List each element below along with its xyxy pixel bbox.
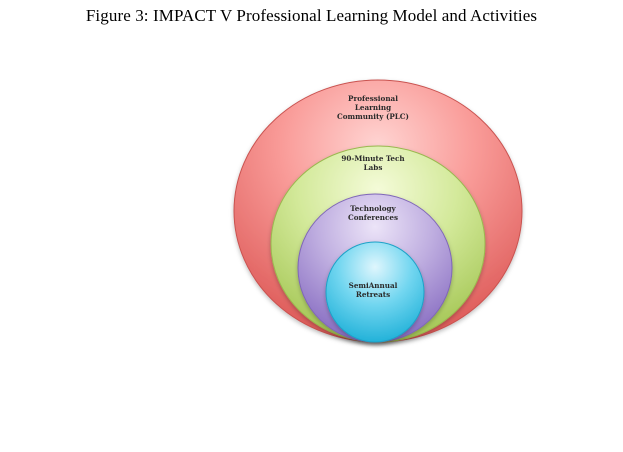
- figure-title: Figure 3: IMPACT V Professional Learning…: [85, 6, 538, 25]
- retreats-circle: [325, 241, 425, 343]
- tech-labs-label: 90-Minute Tech Labs: [341, 154, 405, 172]
- retreats-label: SemiAnnual Retreats: [348, 281, 398, 299]
- conferences-label: Technology Conferences: [348, 204, 398, 222]
- plc-label: Professional Learning Community (PLC): [337, 94, 409, 121]
